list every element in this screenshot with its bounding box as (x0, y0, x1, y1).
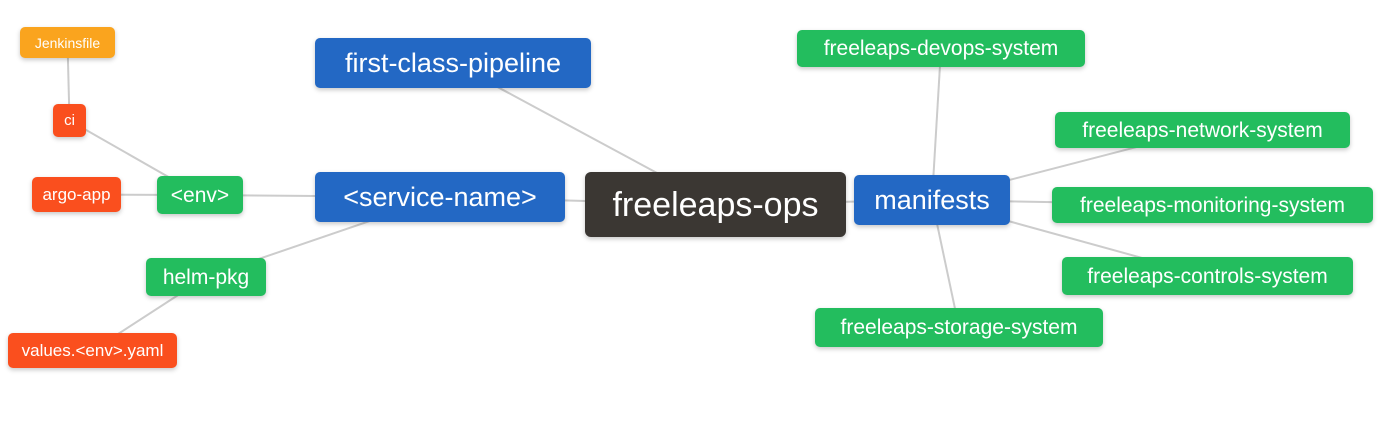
node-freeleaps-storage-system[interactable]: freeleaps-storage-system (815, 308, 1103, 347)
node-argo-app[interactable]: argo-app (32, 177, 121, 212)
node-freeleaps-ops-root[interactable]: freeleaps-ops (585, 172, 846, 237)
node-manifests[interactable]: manifests (854, 175, 1010, 225)
node-freeleaps-devops-system[interactable]: freeleaps-devops-system (797, 30, 1085, 67)
node-service-name[interactable]: <service-name> (315, 172, 565, 222)
node-freeleaps-controls-system[interactable]: freeleaps-controls-system (1062, 257, 1353, 295)
node-jenkinsfile[interactable]: Jenkinsfile (20, 27, 115, 58)
node-freeleaps-network-system[interactable]: freeleaps-network-system (1055, 112, 1350, 148)
node-helm-pkg[interactable]: helm-pkg (146, 258, 266, 296)
node-env[interactable]: <env> (157, 176, 243, 214)
node-values-env-yaml[interactable]: values.<env>.yaml (8, 333, 177, 368)
node-first-class-pipeline[interactable]: first-class-pipeline (315, 38, 591, 88)
node-ci[interactable]: ci (53, 104, 86, 137)
node-freeleaps-monitoring-system[interactable]: freeleaps-monitoring-system (1052, 187, 1373, 223)
